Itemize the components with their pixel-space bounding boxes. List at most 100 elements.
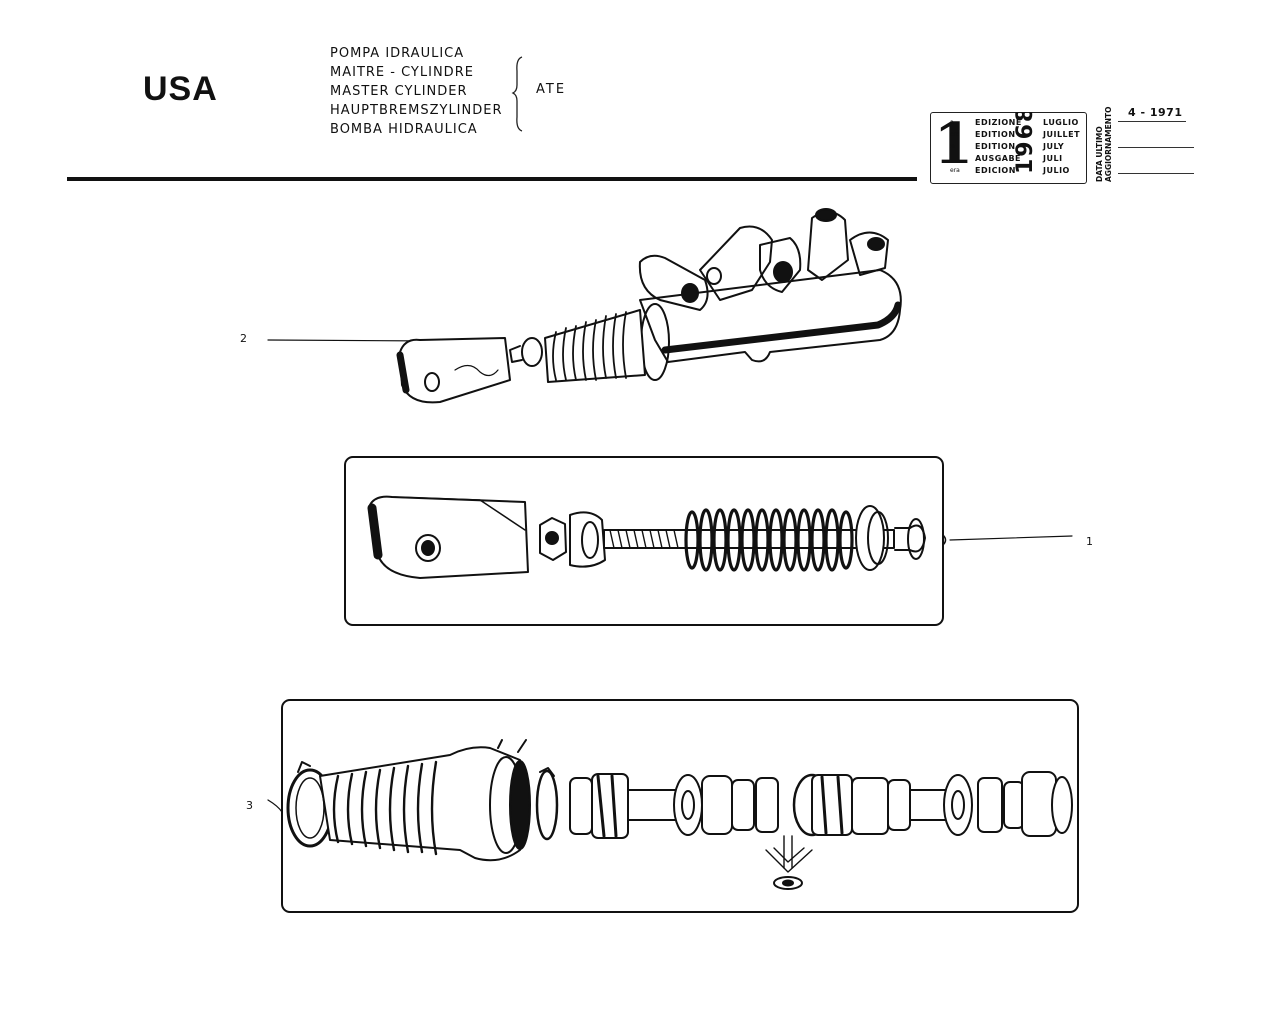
title-spanish: BOMBA HIDRAULICA: [330, 122, 478, 137]
piston-washer-bore: [681, 790, 695, 820]
edition-word: AUSGABE: [975, 154, 1022, 163]
kit-frame: [344, 456, 944, 626]
manufacturer-label: ATE: [536, 82, 567, 97]
edition-ordinal: st: [950, 143, 956, 150]
rubber-boot: [544, 309, 646, 383]
title-german: HAUPTBREMSZYLINDER: [330, 103, 503, 118]
title-english: MASTER CYLINDER: [330, 84, 468, 99]
clevis-shadow: [367, 503, 383, 560]
piston-washer: [943, 774, 973, 836]
edition-month: JULI: [1043, 154, 1063, 163]
piston-body: [851, 777, 889, 835]
clevis-hole: [424, 372, 440, 392]
clevis-shading: [454, 364, 499, 377]
edition-month: JULIO: [1043, 166, 1070, 175]
small-washer-bore: [782, 879, 794, 887]
ring-tab: [297, 761, 311, 773]
clevis-fork: [369, 495, 529, 579]
piston-washer: [673, 774, 703, 836]
seal-cup: [569, 777, 593, 835]
clevis-hole-core: [421, 540, 435, 556]
region-label: USA: [143, 70, 218, 108]
clevis-shadow: [396, 351, 410, 394]
internal-parts: [267, 699, 1079, 913]
snap-ring-tab: [539, 767, 555, 777]
boot-ribs: [332, 760, 438, 856]
update-line: [1118, 147, 1194, 148]
mounting-lug: [638, 254, 709, 311]
edition-year-text: 1968: [1013, 112, 1038, 174]
update-label: DATA ULTIMO AGGIORNAMENTO: [1095, 107, 1113, 183]
callout-number-assembly: 2: [240, 332, 247, 345]
thread-stub: [509, 345, 523, 363]
edition-month: JULY: [1043, 142, 1065, 151]
seal-cup: [977, 777, 1003, 833]
edition-word: EDITION: [975, 142, 1016, 151]
boss-hole: [815, 208, 837, 222]
update-line: [1118, 121, 1186, 122]
edition-ordinal: era: [950, 167, 960, 174]
seal-spacer: [755, 777, 779, 833]
rod-head: [894, 524, 926, 553]
cylinder-body: [639, 269, 902, 363]
leader-line-internal: [267, 799, 283, 813]
edition-box: [930, 112, 1087, 184]
edition-ordinal: ere: [950, 131, 960, 138]
title-block: POMPA IDRAULICA MAITRE - CYLINDRE MASTER…: [330, 44, 503, 139]
update-label-line-1: DATA ULTIMO: [1095, 126, 1104, 182]
piston-grooves: [596, 774, 618, 838]
nut-bore: [545, 531, 559, 545]
port-boss: [849, 231, 889, 276]
washer: [569, 511, 606, 568]
edition-year: 1968: [1013, 112, 1038, 174]
lug-hole: [706, 267, 722, 285]
mounting-lug: [699, 225, 773, 301]
update-line: [1118, 173, 1194, 174]
rod-head-face: [907, 518, 925, 560]
primary-seal: [701, 775, 733, 835]
edition-word: EDICION: [975, 166, 1016, 175]
snap-ring: [535, 769, 559, 841]
update-label-line-2: AGGIORNAMENTO: [1104, 107, 1113, 183]
frame-notch: [942, 534, 947, 546]
edition-month: LUGLIO: [1043, 118, 1079, 127]
retaining-ring-inner: [295, 777, 325, 839]
piston-head: [811, 774, 853, 836]
edition-number: 1: [934, 111, 973, 177]
piston-washer-bore: [951, 790, 965, 820]
boot-flange-shadow: [509, 760, 531, 850]
title-french: MAITRE - CYLINDRE: [330, 65, 474, 80]
wire-clip: [497, 739, 527, 753]
callout-number-push-rod: 1: [1086, 535, 1093, 548]
piston-grooves: [820, 775, 844, 835]
leader-line-push-rod: [949, 535, 1073, 541]
title-italian: POMPA IDRAULICA: [330, 46, 465, 61]
mounting-lug: [759, 237, 802, 293]
callout-number-internal: 3: [246, 799, 253, 812]
lug-hole: [773, 261, 793, 283]
washer-bore: [581, 521, 599, 559]
end-seal: [1021, 771, 1057, 837]
hex-nut: [539, 517, 567, 561]
secondary-seal: [731, 779, 755, 831]
rod-threads: [609, 529, 679, 549]
brace-icon: [511, 56, 523, 132]
header-rule: [67, 177, 917, 181]
update-date: 4 - 1971: [1128, 106, 1183, 119]
edition-month: JUILLET: [1043, 130, 1081, 139]
parts-frame: [281, 699, 1079, 913]
insertion-arrow-icon: [765, 835, 813, 873]
clevis-hole: [415, 534, 441, 562]
clevis-edge: [391, 496, 526, 531]
end-washer: [1051, 776, 1073, 834]
edition-ordinal: a: [950, 119, 954, 126]
piston-stem: [627, 789, 679, 821]
spring-cap-inner: [867, 511, 889, 565]
port-hole: [867, 237, 885, 251]
lug-hole: [681, 283, 699, 303]
edition-word: EDIZIONE: [975, 118, 1022, 127]
piston-land: [887, 779, 911, 831]
lock-nut: [521, 337, 543, 367]
boot-ribs: [552, 311, 627, 381]
